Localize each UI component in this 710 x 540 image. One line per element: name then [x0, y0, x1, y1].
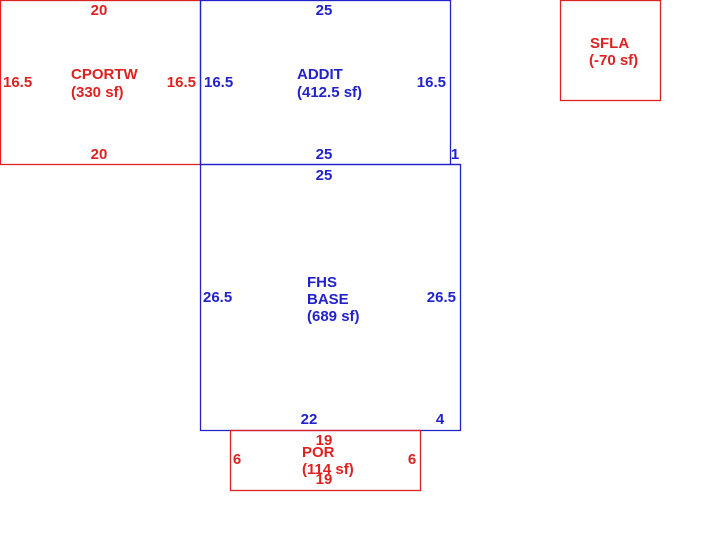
addit-dim-step: 1: [451, 146, 459, 163]
addit-dim-bottom: 25: [316, 146, 333, 163]
cportw-area-label: (330 sf): [71, 84, 124, 101]
addit-area-label: (412.5 sf): [297, 84, 362, 101]
cportw-name: CPORTW: [71, 66, 139, 83]
por-area: 19 6 POR (114 sf) 6 19: [233, 432, 416, 488]
por-name: POR: [302, 444, 335, 461]
addit-dim-top: 25: [316, 2, 333, 19]
fhs-base-name-line1: FHS: [307, 274, 337, 291]
cportw-area: 20 16.5 CPORTW (330 sf) 16.5 20: [3, 2, 196, 163]
sfla-name: SFLA: [590, 35, 629, 52]
sfla-area: SFLA (-70 sf): [589, 35, 638, 69]
por-outline: [229, 429, 422, 492]
fhs-base-dim-left: 26.5: [203, 289, 232, 306]
addit-area: 25 16.5 ADDIT (412.5 sf) 16.5 25 1: [204, 2, 459, 163]
por-dim-bottom: 19: [316, 471, 333, 488]
sfla-outline: [559, 0, 662, 102]
fhs-base-dim-right: 26.5: [427, 289, 456, 306]
addit-dim-left: 16.5: [204, 74, 233, 91]
sfla-area-label: (-70 sf): [589, 52, 638, 69]
fhs-base-outline: [199, 163, 462, 432]
addit-dim-right: 16.5: [417, 74, 446, 91]
cportw-dim-top: 20: [91, 2, 108, 19]
cportw-dim-left: 16.5: [3, 74, 32, 91]
cportw-dim-right: 16.5: [167, 74, 196, 91]
por-dim-top: 19: [316, 432, 333, 449]
fhs-base-name-line2: BASE: [307, 291, 349, 308]
fhs-base-dim-bottom-main: 22: [301, 411, 318, 428]
por-dim-right: 6: [408, 451, 416, 468]
fhs-base-dim-bottom-side: 4: [436, 411, 445, 428]
fhs-base-area: 25 26.5 FHS BASE (689 sf) 26.5 22 4: [203, 167, 456, 428]
fhs-base-area-label: (689 sf): [307, 308, 360, 325]
cportw-dim-bottom: 20: [91, 146, 108, 163]
fhs-base-dim-top: 25: [316, 167, 333, 184]
por-area-label: (114 sf): [302, 461, 354, 478]
addit-name: ADDIT: [297, 66, 343, 83]
por-dim-left: 6: [233, 451, 241, 468]
